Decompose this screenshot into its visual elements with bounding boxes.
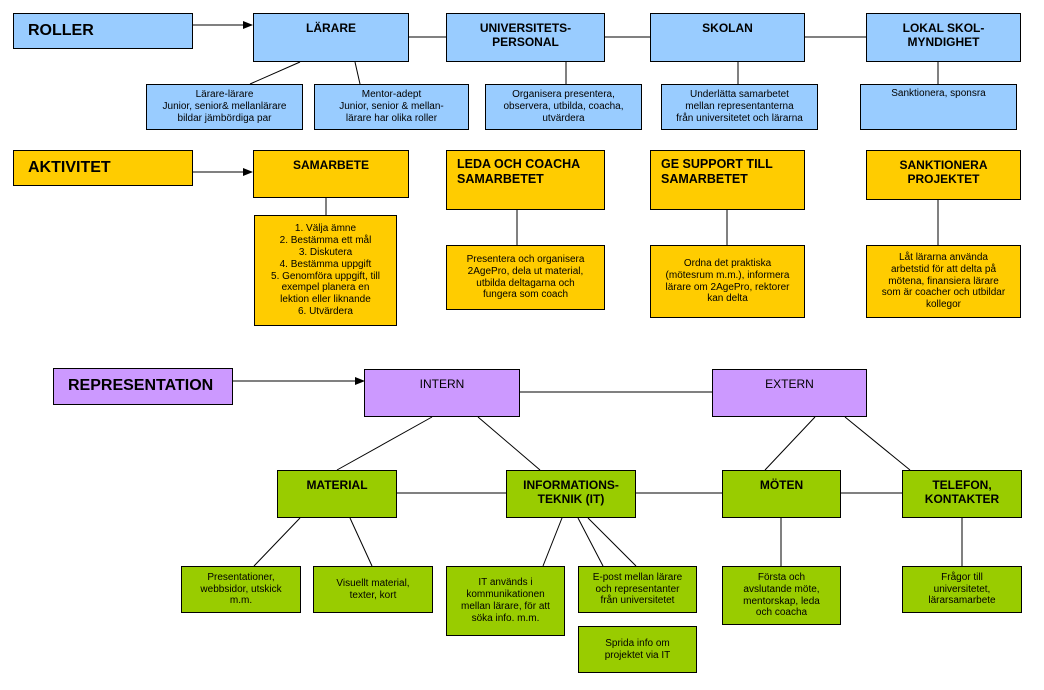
connector-material-visuellt xyxy=(349,517,373,567)
channel-fragor-desc: Frågor till universitetet, lärarsamarbet… xyxy=(902,566,1022,613)
channel-it-anvands-desc: IT används i kommunikationen mellan lära… xyxy=(446,566,565,636)
role-skolan-desc: Underlätta samarbetet mellan representan… xyxy=(661,84,818,130)
activity-samarbete: SAMARBETE xyxy=(253,150,409,198)
role-lokal-skolmyndighet: LOKAL SKOL- MYNDIGHET xyxy=(866,13,1021,62)
connector-larare-mentor xyxy=(354,61,361,85)
role-skolan: SKOLAN xyxy=(650,13,805,62)
activity-ge-support: GE SUPPORT TILL SAMARBETET xyxy=(650,150,805,210)
category-roller: ROLLER xyxy=(13,13,193,49)
connector-intern-it xyxy=(477,416,541,471)
connector-it-anvands xyxy=(542,517,563,567)
channel-visuellt-desc: Visuellt material, texter, kort xyxy=(313,566,433,613)
connector-it-epost xyxy=(577,517,604,567)
channel-presentationer-desc: Presentationer, webbsidor, utskick m.m. xyxy=(181,566,301,613)
representation-intern: INTERN xyxy=(364,369,520,417)
role-mentor-adept-desc: Mentor-adept Junior, senior & mellan- lä… xyxy=(314,84,469,130)
channel-material: MATERIAL xyxy=(277,470,397,518)
connector-intern-material xyxy=(336,416,433,471)
channel-telefon-kontakter: TELEFON, KONTAKTER xyxy=(902,470,1022,518)
category-representation: REPRESENTATION xyxy=(53,368,233,405)
activity-sanktionera-desc: Låt lärarna använda arbetstid för att de… xyxy=(866,245,1021,318)
channel-sprida-desc: Sprida info om projektet via IT xyxy=(578,626,697,673)
category-aktivitet: AKTIVITET xyxy=(13,150,193,186)
activity-support-desc: Ordna det praktiska (mötesrum m.m.), inf… xyxy=(650,245,805,318)
role-lokal-desc: Sanktionera, sponsra xyxy=(860,84,1017,130)
connector-extern-moten xyxy=(764,416,816,471)
representation-extern: EXTERN xyxy=(712,369,867,417)
activity-leda-coacha: LEDA OCH COACHA SAMARBETET xyxy=(446,150,605,210)
connector-it-sprida xyxy=(587,517,637,567)
channel-moten: MÖTEN xyxy=(722,470,841,518)
activity-sanktionera: SANKTIONERA PROJEKTET xyxy=(866,150,1021,200)
channel-forsta-desc: Första och avslutande möte, mentorskap, … xyxy=(722,566,841,625)
role-universitetspersonal: UNIVERSITETS- PERSONAL xyxy=(446,13,605,62)
role-universitet-desc: Organisera presentera, observera, utbild… xyxy=(485,84,642,130)
connector-larare-larare xyxy=(249,61,301,85)
channel-epost-desc: E-post mellan lärare och representanter … xyxy=(578,566,697,613)
role-larare-larare-desc: Lärare-lärare Junior, senior& mellanlära… xyxy=(146,84,303,130)
connector-extern-telefon xyxy=(844,416,911,471)
connector-material-presentationer xyxy=(253,517,301,567)
activity-samarbete-steps: 1. Välja ämne 2. Bestämma ett mål 3. Dis… xyxy=(254,215,397,326)
channel-informationsteknik: INFORMATIONS- TEKNIK (IT) xyxy=(506,470,636,518)
role-larare: LÄRARE xyxy=(253,13,409,62)
activity-leda-desc: Presentera och organisera 2AgePro, dela … xyxy=(446,245,605,310)
